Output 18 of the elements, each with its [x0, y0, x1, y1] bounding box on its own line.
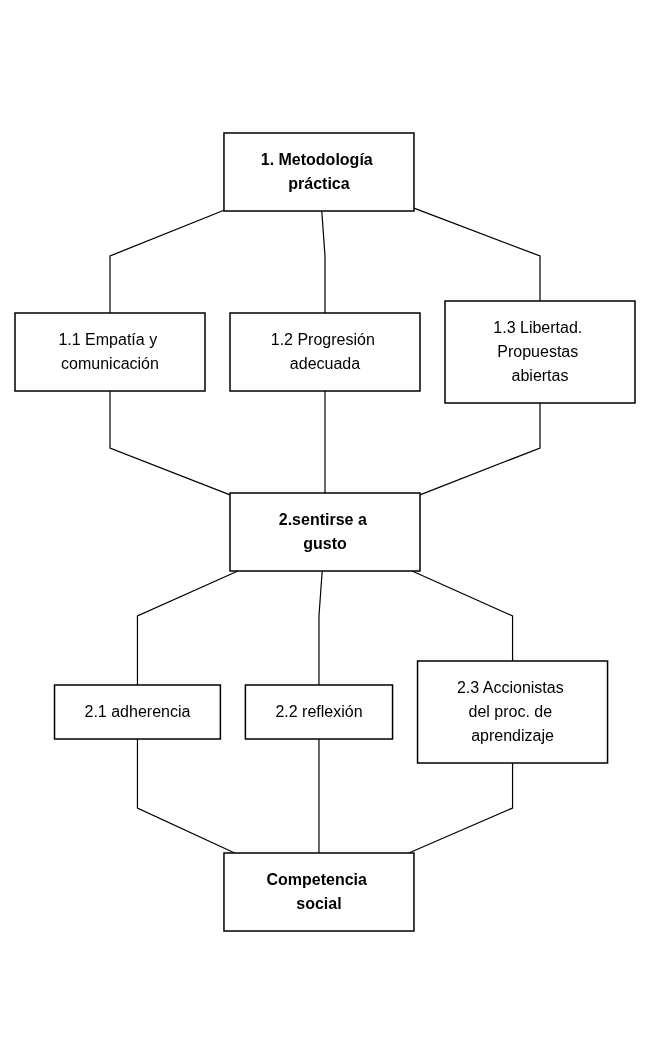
connector [108, 209, 225, 314]
node-box: 1. Metodología práctica [222, 132, 415, 212]
connector [320, 210, 326, 314]
connector [136, 570, 238, 686]
node-box: 2.2 reflexión [244, 684, 393, 740]
connector [412, 207, 541, 302]
connector [317, 570, 323, 686]
node-box: 1.3 Libertad. Propuestas abiertas [443, 300, 636, 404]
connector [136, 738, 235, 854]
node-box: 2.1 adherencia [53, 684, 221, 740]
node-box: 2.3 Accionistas del proc. de aprendizaje [416, 660, 608, 764]
connector [418, 402, 541, 496]
connector [323, 390, 326, 494]
node-box: 1.2 Progresión adecuada [228, 312, 421, 392]
node-box: 2.sentirse a gusto [228, 492, 421, 572]
node-box: 1.1 Empatía y comunicación [13, 312, 206, 392]
connector [317, 738, 320, 854]
node-box: Competencia social [222, 852, 415, 932]
